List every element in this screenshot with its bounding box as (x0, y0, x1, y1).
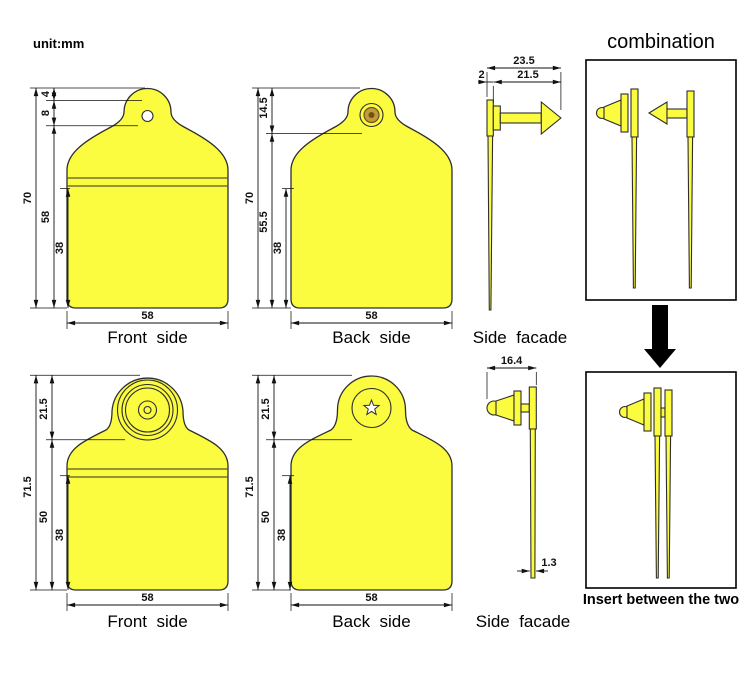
tag-plate (486, 99, 494, 137)
pin-cone-tip (647, 101, 668, 125)
view-label: Front side (107, 328, 187, 347)
combination-title: combination (607, 31, 715, 53)
dim-top-section: 14.5 (258, 97, 270, 118)
socket-taper (495, 394, 515, 422)
socket-flange (528, 386, 537, 430)
dim-body-height: 58 (40, 211, 52, 223)
tag-stem (529, 428, 536, 579)
dim-body-height: 50 (260, 511, 272, 523)
top-front-dimensions: 70 4 8 58 38 58 (22, 87, 229, 329)
button-ring-3 (124, 387, 171, 433)
bottom-front-view: 71.5 21.5 50 38 58 Front side (22, 374, 229, 631)
top-front-view: 70 4 8 58 38 58 Front side (22, 87, 229, 347)
dim-hole-diameter: 8 (40, 110, 52, 116)
button-ring-2 (121, 383, 174, 437)
tag-outline (290, 375, 453, 591)
combination-box-before (585, 59, 737, 301)
dim-lower-height: 38 (272, 242, 284, 254)
unit-label: unit:mm (33, 36, 84, 51)
bottom-back-view: 71.5 21.5 50 38 58 Back side (244, 374, 453, 631)
dim-head-width: 16.4 (501, 355, 523, 367)
top-back-dimensions: 70 14.5 55.5 38 58 (244, 87, 453, 329)
view-label: Side facade (473, 328, 568, 347)
dim-button-height: 21.5 (38, 398, 50, 419)
bottom-side-dimensions: 16.4 1.3 (486, 355, 557, 574)
pin-cone-tip (540, 100, 562, 136)
view-label: Back side (332, 612, 410, 631)
tag-stem (631, 136, 638, 289)
pin-shaft (499, 112, 542, 124)
assembly-arrow (644, 305, 676, 368)
socket-flange (630, 88, 639, 138)
dim-overall-height: 71.5 (244, 476, 256, 497)
pin-flange (686, 90, 695, 138)
button-boss (137, 400, 158, 420)
dim-lower-height: 38 (54, 529, 66, 541)
tag-stem (665, 435, 672, 579)
dim-lower-height: 38 (54, 242, 66, 254)
socket-shaft (520, 403, 530, 413)
dim-lower-height: 38 (276, 529, 288, 541)
arrow-shaft (652, 305, 668, 349)
dim-width: 58 (141, 592, 153, 604)
dim-top-offset: 4 (40, 90, 52, 97)
dim-pin-length: 21.5 (517, 69, 538, 81)
socket-plate (620, 93, 629, 133)
top-side-dimensions: 23.5 2 21.5 (478, 55, 562, 110)
view-label: Back side (332, 328, 410, 347)
pin-flange (492, 105, 501, 131)
dim-body-height: 50 (38, 511, 50, 523)
bottom-front-dimensions: 71.5 21.5 50 38 58 (22, 374, 229, 611)
dim-overall-height: 71.5 (22, 476, 34, 497)
dim-overall-height: 70 (22, 192, 34, 204)
dim-total-width: 23.5 (513, 55, 534, 67)
tag-outline (290, 87, 453, 309)
socket-flange (653, 387, 662, 437)
button-metal-core (368, 112, 375, 118)
dim-width: 58 (141, 310, 153, 322)
pin-connector (660, 407, 666, 418)
dim-overall-height: 70 (244, 192, 256, 204)
top-back-view: 70 14.5 55.5 38 58 Back side (244, 87, 453, 347)
view-label: Side facade (476, 612, 571, 631)
button-center-dot (143, 405, 152, 415)
pin-flange (664, 389, 673, 437)
socket-plate (513, 390, 522, 426)
socket-taper (603, 99, 622, 127)
dim-width: 58 (365, 592, 377, 604)
combination-section: combination (583, 31, 739, 608)
top-side-view: 23.5 2 21.5 Side facade (473, 55, 568, 347)
socket-taper (626, 398, 645, 426)
combination-caption: Insert between the two (583, 592, 739, 608)
dim-tip-thickness: 1.3 (541, 557, 556, 569)
dim-plate-thickness: 2 (478, 69, 484, 81)
dim-width: 58 (365, 310, 377, 322)
combination-box-after (585, 371, 737, 589)
tag-stem (687, 136, 694, 289)
star-aperture (362, 398, 381, 416)
male-part-side-view (647, 90, 695, 289)
tag-stem (654, 435, 661, 579)
assembled-parts-view (618, 387, 673, 579)
pin-shaft (666, 108, 688, 119)
pin-hole (141, 109, 154, 123)
tag-outline (66, 87, 229, 309)
button-outer-ring (116, 379, 179, 441)
bottom-side-view: 16.4 1.3 Side facade (476, 355, 571, 631)
bottom-back-dimensions: 71.5 21.5 50 38 58 (244, 374, 453, 611)
tag-outline (66, 377, 229, 591)
arrow-head (644, 349, 676, 368)
female-part-side-view (595, 88, 639, 289)
socket-plate (643, 392, 652, 432)
tag-stem (487, 135, 494, 311)
view-label: Front side (107, 612, 187, 631)
dim-body-height: 55.5 (258, 211, 270, 232)
dim-button-height: 21.5 (260, 398, 272, 419)
